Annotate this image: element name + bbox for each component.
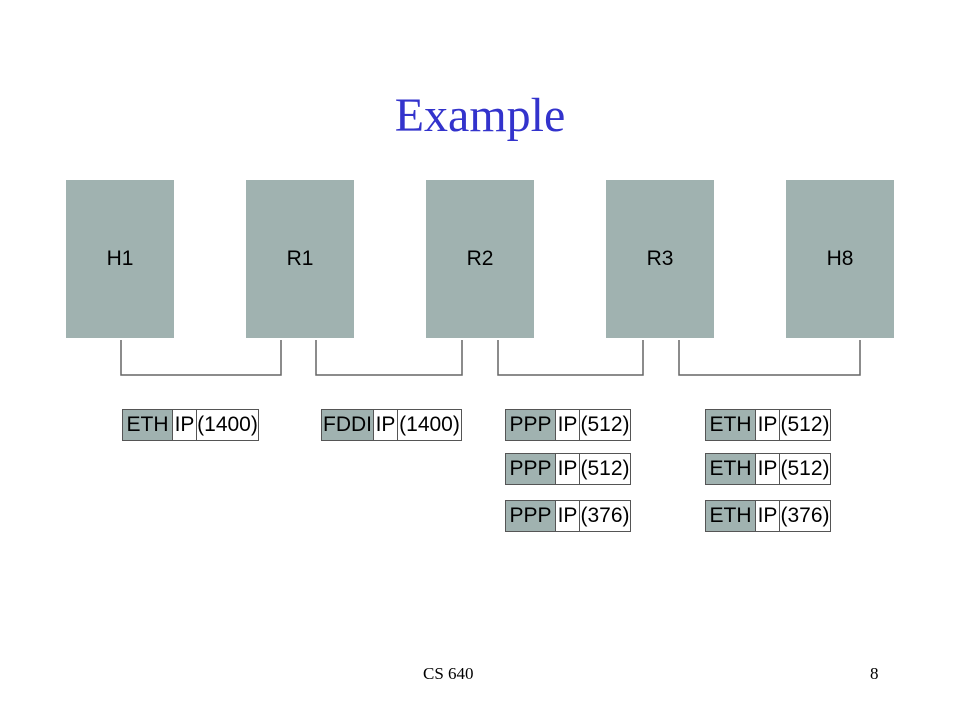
packet-link3-3: PPP IP (376)	[505, 500, 631, 532]
node-r3: R3	[606, 180, 714, 338]
packet-l2-header: PPP	[506, 410, 556, 440]
packet-ip-header: IP	[173, 410, 197, 440]
packet-l2-header: ETH	[706, 410, 756, 440]
packet-ip-header: IP	[756, 410, 780, 440]
packet-size: (376)	[780, 504, 830, 527]
packet-l2-header: ETH	[123, 410, 173, 440]
packet-link4-3: ETH IP (376)	[705, 500, 831, 532]
packet-ip-header: IP	[556, 501, 580, 531]
packet-link2-1: FDDI IP (1400)	[321, 409, 462, 441]
packet-size: (512)	[580, 413, 630, 436]
packet-ip-header: IP	[374, 410, 398, 440]
packet-size: (512)	[580, 457, 630, 480]
node-r1: R1	[246, 180, 354, 338]
node-h8: H8	[786, 180, 894, 338]
link-r1-r2	[315, 340, 463, 376]
packet-size: (376)	[580, 504, 630, 527]
packet-ip-header: IP	[756, 454, 780, 484]
packet-size: (1400)	[197, 413, 258, 436]
packet-size: (1400)	[399, 413, 460, 436]
packet-size: (512)	[780, 413, 830, 436]
footer-course: CS 640	[423, 664, 474, 683]
node-r2: R2	[426, 180, 534, 338]
packet-ip-header: IP	[756, 501, 780, 531]
packet-link1-1: ETH IP (1400)	[122, 409, 259, 441]
slide-title: Example	[394, 89, 566, 142]
link-h1-r1	[120, 340, 282, 376]
packet-link3-1: PPP IP (512)	[505, 409, 631, 441]
packet-ip-header: IP	[556, 410, 580, 440]
packet-link3-2: PPP IP (512)	[505, 453, 631, 485]
packet-l2-header: ETH	[706, 501, 756, 531]
footer-page-number: 8	[870, 664, 879, 683]
link-r3-h8	[678, 340, 861, 376]
packet-l2-header: ETH	[706, 454, 756, 484]
packet-ip-header: IP	[556, 454, 580, 484]
packet-l2-header: PPP	[506, 454, 556, 484]
packet-link4-2: ETH IP (512)	[705, 453, 831, 485]
link-r2-r3	[497, 340, 644, 376]
packet-size: (512)	[780, 457, 830, 480]
packet-link4-1: ETH IP (512)	[705, 409, 831, 441]
node-h1: H1	[66, 180, 174, 338]
packet-l2-header: PPP	[506, 501, 556, 531]
packet-l2-header: FDDI	[322, 410, 374, 440]
